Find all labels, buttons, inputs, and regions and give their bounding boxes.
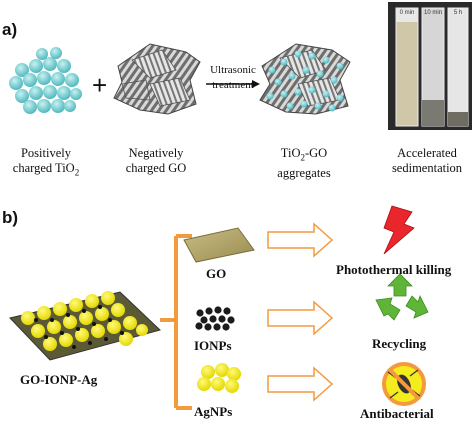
component-ionps-label: IONPs [194, 338, 232, 353]
vial-label-0: 0 min [399, 10, 415, 16]
ionp-component-dots [195, 306, 235, 331]
arrow-ionps-to-recycling [267, 300, 334, 336]
ultrasonic-label-line2: treatment [212, 79, 254, 91]
go-sheet-illustration [113, 43, 201, 115]
ultrasonic-label-line1: Ultrasonic [210, 64, 256, 76]
caption-agg-subscript: 2 [300, 152, 305, 163]
tio2-sphere-cluster [9, 47, 82, 114]
composite-sheet-illustration [9, 291, 161, 361]
caption-tio2-line2-text: charged TiO [12, 161, 75, 175]
vial-label-1: 10 min [423, 10, 442, 16]
caption-sedimentation-line1: Accelerated [397, 146, 457, 160]
caption-sedimentation-line2: sedimentation [391, 161, 463, 175]
arrow-go-to-photothermal [267, 222, 334, 258]
component-agnps-label: AgNPs [194, 404, 233, 419]
lightning-icon [383, 205, 415, 255]
panel-a-label: a) [2, 20, 18, 39]
caption-aggregates-line2: aggregates [277, 165, 331, 180]
caption-agg-suffix: -GO [304, 146, 328, 160]
caption-tio2-line2: charged TiO2 [0, 161, 92, 181]
tio2-go-aggregate-illustration [259, 43, 351, 115]
function-photothermal-label: Photothermal killing [336, 262, 452, 277]
caption-tio2-line1: Positively [20, 146, 71, 160]
go-component-sheet [183, 227, 255, 263]
composite-particles [21, 291, 148, 351]
caption-tio2: Positively charged TiO2 [0, 146, 92, 181]
caption-tio2-subscript: 2 [74, 167, 80, 178]
caption-agg-prefix: TiO [280, 146, 301, 160]
caption-go: Negatively charged GO [110, 146, 202, 176]
agnp-component-dots [197, 363, 241, 393]
ultrasonic-label: Ultrasonic treatment [200, 63, 266, 93]
arrow-agnps-to-antibacterial [267, 366, 334, 402]
no-bacteria-icon [382, 362, 426, 406]
panel-b-label: b) [2, 208, 19, 227]
aggregate-tio2-dots [266, 50, 344, 112]
function-recycling-label: Recycling [372, 336, 427, 351]
sedimentation-photo [388, 2, 472, 130]
caption-go-line2: charged GO [125, 161, 187, 175]
caption-aggregates-line1: TiO2-GO [258, 146, 350, 166]
caption-aggregates: TiO2-GO aggregates [258, 146, 350, 181]
function-antibacterial-label: Antibacterial [360, 406, 434, 421]
caption-sedimentation: Accelerated sedimentation [380, 146, 474, 176]
vial-label-2: 5 h [453, 10, 463, 16]
plus-sign: + [92, 70, 108, 100]
caption-go-line1: Negatively [128, 146, 184, 160]
recycle-icon [375, 273, 429, 321]
composite-label: GO-IONP-Ag [20, 372, 98, 387]
orange-bracket [160, 234, 192, 410]
component-go-label: GO [206, 266, 227, 281]
